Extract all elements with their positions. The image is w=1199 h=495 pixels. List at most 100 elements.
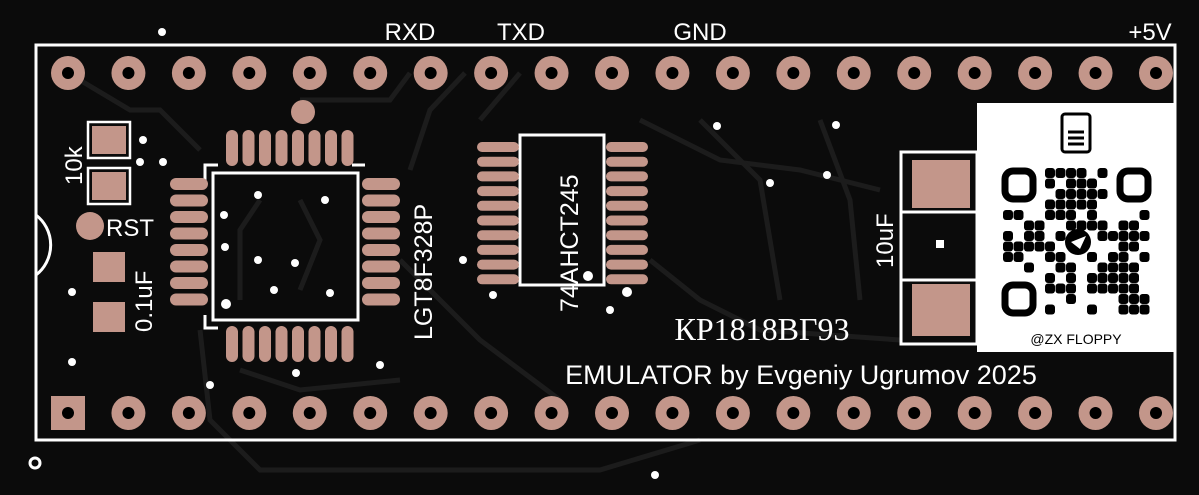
mcu-pad (170, 277, 208, 289)
via (832, 121, 840, 129)
ic-pad (606, 259, 648, 270)
label-0.1uF: 0.1uF (131, 271, 158, 332)
via (606, 306, 614, 314)
ic-pad (606, 171, 648, 182)
pin1-marker (28, 456, 42, 470)
qr-caption: @ZX FLOPPY (1030, 331, 1122, 347)
mcu-pad (226, 326, 238, 362)
header-pins (51, 56, 1173, 430)
via (270, 286, 278, 294)
ic-pad (477, 274, 519, 285)
mcu-pad (362, 293, 400, 306)
label-txd: TXD (497, 19, 545, 46)
mcu-pad (362, 178, 400, 190)
title-chip: КР1818ВГ93 (675, 311, 850, 347)
label-rxd: RXD (385, 19, 436, 46)
ic-74ahct245 (477, 133, 648, 297)
capacitor-10uF (899, 150, 979, 346)
vias (68, 28, 840, 479)
mcu-pad (325, 326, 337, 362)
mcu-pad (292, 130, 304, 166)
qr-code (977, 103, 1175, 352)
via (136, 158, 144, 166)
mcu-pad (170, 211, 208, 223)
mcu-pad (170, 227, 208, 240)
mcu-pad (341, 130, 354, 166)
ic-pad (477, 186, 519, 197)
ic-pad (477, 200, 519, 211)
mcu-pad (170, 178, 208, 190)
via (158, 28, 166, 36)
via (651, 471, 659, 479)
ic-pad (606, 156, 648, 167)
label-mcu: LGT8F328P (410, 204, 438, 340)
mcu-pad (292, 326, 304, 362)
resistor-10k (86, 120, 132, 206)
via (68, 288, 76, 296)
ic-pad (606, 200, 648, 211)
via (376, 361, 384, 369)
mcu-pad (325, 130, 337, 166)
mcu-pad (362, 211, 400, 223)
ic-pad (606, 142, 648, 152)
via (823, 171, 831, 179)
mcu-pad (341, 326, 354, 362)
ic-pad (477, 215, 519, 226)
via (206, 381, 214, 389)
mcu-pad (170, 244, 208, 256)
ic-pad (477, 156, 519, 167)
ic-pad (606, 186, 648, 197)
ic-pad (477, 244, 519, 255)
via (254, 256, 262, 264)
mcu-pad (308, 130, 321, 166)
mcu-pad (259, 326, 271, 362)
via (326, 289, 334, 297)
via (159, 158, 167, 166)
label-10uF: 10uF (872, 213, 899, 268)
mcu-pad (242, 130, 255, 166)
via (220, 211, 228, 219)
via (292, 369, 300, 377)
ic-pad (477, 171, 519, 182)
mcu-pad (170, 194, 208, 207)
mcu-pad (362, 260, 400, 273)
via (766, 179, 774, 187)
ic-pad (477, 142, 519, 152)
mcu-pad (242, 326, 255, 362)
title-line2: EMULATOR by Evgeniy Ugrumov 2025 (565, 360, 1037, 390)
mcu-pad (362, 244, 400, 256)
ic-pad (477, 259, 519, 270)
mcu-pad (275, 326, 288, 362)
mcu-pad (259, 130, 271, 166)
ic-pad (606, 274, 648, 285)
ic-pad (606, 244, 648, 255)
mcu-pad (226, 130, 238, 166)
via (291, 259, 299, 267)
mcu-lgt8f328p (170, 100, 400, 362)
via (254, 191, 262, 199)
via (221, 243, 229, 251)
reset-pad (76, 212, 104, 240)
via (713, 122, 721, 130)
ic-pad (606, 215, 648, 226)
mcu-pad (362, 227, 400, 240)
mcu-pad (362, 277, 400, 289)
mcu-pad (275, 130, 288, 166)
ic-pad (477, 230, 519, 241)
notch-mark (35, 213, 53, 277)
label-gnd: GND (673, 19, 726, 46)
label-rst: RST (106, 215, 154, 242)
mcu-pad (170, 293, 208, 306)
label-buffer: 74AHCT245 (556, 174, 584, 312)
via (68, 358, 76, 366)
mcu-pad (362, 194, 400, 207)
copper-traces (66, 70, 901, 473)
label-vcc: +5V (1128, 19, 1171, 46)
via (459, 256, 467, 264)
via (321, 196, 329, 204)
via (489, 291, 497, 299)
mcu-pad (170, 260, 208, 273)
via (139, 136, 147, 144)
